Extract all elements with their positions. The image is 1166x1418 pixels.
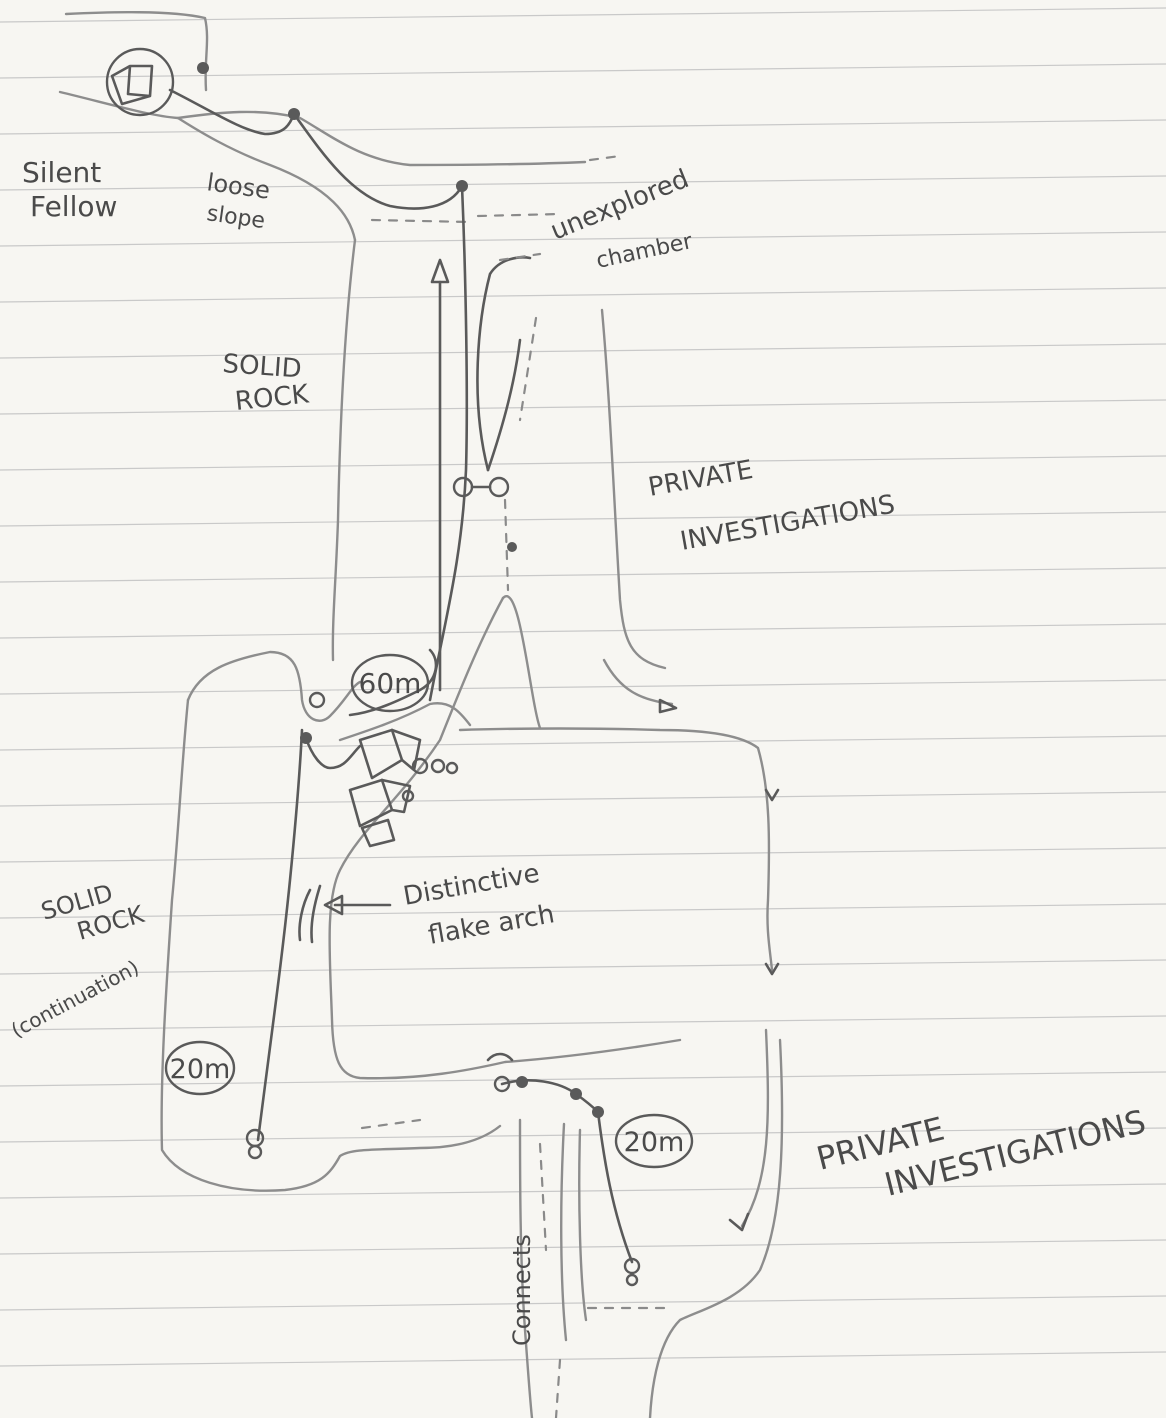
label-solid-top: SOLID	[222, 349, 303, 384]
label-loose: loose	[205, 168, 272, 205]
label-silent: Silent	[22, 156, 101, 189]
label-investigations-top: INVESTIGATIONS	[678, 490, 897, 557]
pitch-badge-20m-lower: 20m	[616, 1115, 692, 1167]
label-slope: slope	[205, 201, 266, 234]
label-connects: Connects	[508, 1234, 536, 1346]
label-chamber: chamber	[594, 229, 695, 274]
label-fellow: Fellow	[30, 190, 117, 223]
right-passage-arrows	[650, 790, 782, 1418]
entrance-box-icon	[107, 49, 173, 115]
pitch-label-20m-left: 20m	[170, 1054, 231, 1085]
label-flake-arch: flake arch	[426, 899, 557, 951]
upper-rebelay	[454, 478, 517, 590]
pitch-label-20m-lower: 20m	[624, 1127, 685, 1158]
pitch-badge-20m-left: 20m	[166, 1042, 234, 1094]
surface-outline	[60, 12, 620, 240]
pitch-label-60m: 60m	[359, 667, 422, 700]
label-rock-top: ROCK	[234, 379, 311, 417]
